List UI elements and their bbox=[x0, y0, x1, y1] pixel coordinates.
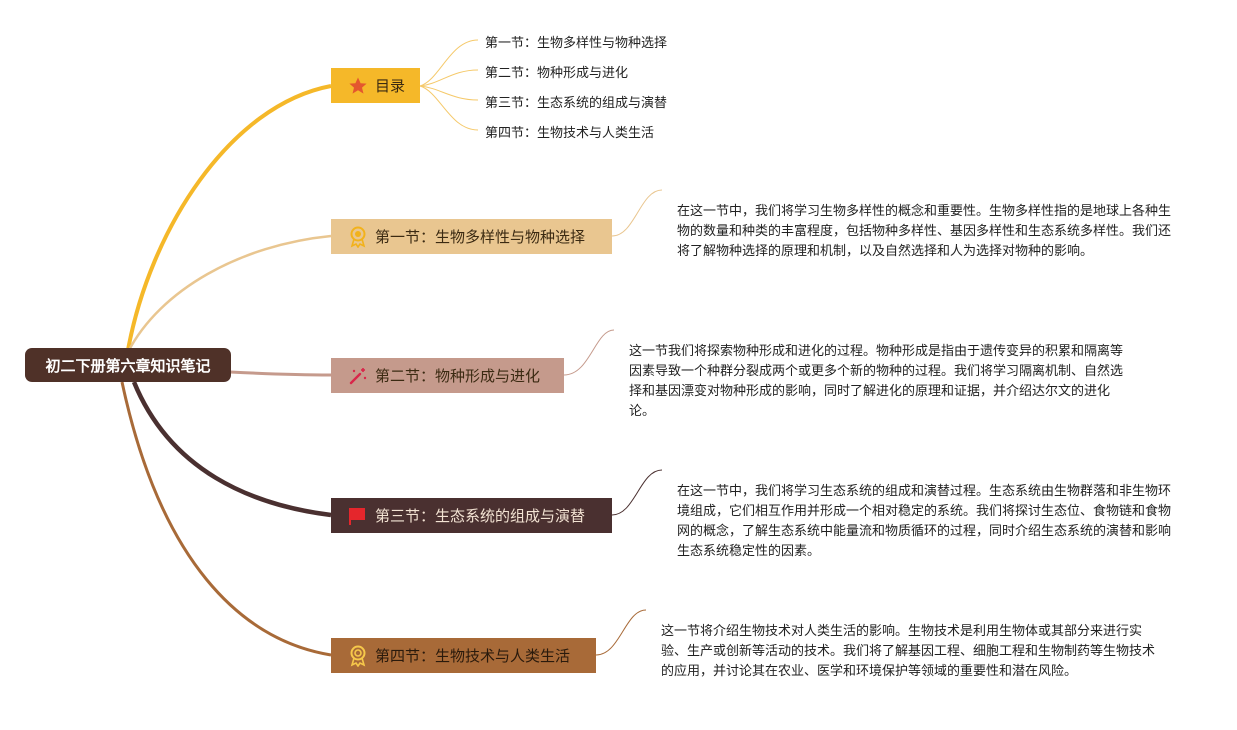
branch-section-2-label: 第二节：物种形成与进化 bbox=[375, 367, 541, 385]
root-label: 初二下册第六章知识笔记 bbox=[45, 356, 211, 375]
branch-toc-label: 目录 bbox=[375, 77, 406, 95]
root-node[interactable]: 初二下册第六章知识笔记 bbox=[25, 348, 231, 382]
flag-icon bbox=[347, 505, 369, 527]
section-3-description: 在这一节中，我们将学习生态系统的组成和演替过程。生态系统由生物群落和非生物环境组… bbox=[677, 484, 1172, 559]
link-section-1-desc bbox=[611, 189, 663, 237]
branch-section-3[interactable]: 第三节：生态系统的组成与演替 bbox=[331, 498, 612, 533]
link-root-section-1 bbox=[126, 234, 332, 353]
link-root-section-3 bbox=[131, 381, 332, 518]
branch-section-1-label: 第一节：生物多样性与物种选择 bbox=[375, 228, 586, 246]
link-root-section-2 bbox=[229, 370, 332, 377]
branch-section-2[interactable]: 第二节：物种形成与进化 bbox=[331, 358, 564, 393]
branch-section-4-label: 第四节：生物技术与人类生活 bbox=[375, 647, 571, 665]
star-icon bbox=[347, 75, 369, 97]
medal-icon bbox=[347, 226, 369, 248]
link-toc-item-1 bbox=[419, 39, 479, 87]
link-section-2-desc bbox=[563, 329, 615, 376]
link-root-toc bbox=[126, 84, 332, 351]
section-4-description: 这一节将介绍生物技术对人类生活的影响。生物技术是利用生物体或其部分来进行实验、生… bbox=[661, 624, 1156, 679]
section-2-description: 这一节我们将探索物种形成和进化的过程。物种形成是指由于遗传变异的积累和隔离等因素… bbox=[629, 344, 1124, 419]
branch-section-3-label: 第三节：生态系统的组成与演替 bbox=[375, 507, 586, 525]
magic-wand-icon bbox=[347, 365, 369, 387]
link-toc-item-2 bbox=[419, 69, 479, 87]
award-ribbon-icon bbox=[347, 645, 369, 667]
toc-item-3[interactable]: 第三节：生态系统的组成与演替 bbox=[485, 96, 668, 111]
link-toc-item-4 bbox=[419, 85, 479, 131]
branch-toc[interactable]: 目录 bbox=[331, 68, 420, 103]
toc-item-1[interactable]: 第一节：生物多样性与物种选择 bbox=[485, 36, 668, 51]
link-root-section-4 bbox=[120, 381, 332, 657]
section-1-description: 在这一节中，我们将学习生物多样性的概念和重要性。生物多样性指的是地球上各种生物的… bbox=[677, 204, 1172, 259]
link-section-4-desc bbox=[595, 609, 647, 656]
branch-section-4[interactable]: 第四节：生物技术与人类生活 bbox=[331, 638, 596, 673]
toc-item-2[interactable]: 第二节：物种形成与进化 bbox=[485, 66, 629, 81]
branch-section-1[interactable]: 第一节：生物多样性与物种选择 bbox=[331, 219, 612, 254]
link-toc-item-3 bbox=[419, 85, 479, 101]
link-section-3-desc bbox=[611, 469, 663, 516]
toc-item-4[interactable]: 第四节：生物技术与人类生活 bbox=[485, 126, 655, 141]
